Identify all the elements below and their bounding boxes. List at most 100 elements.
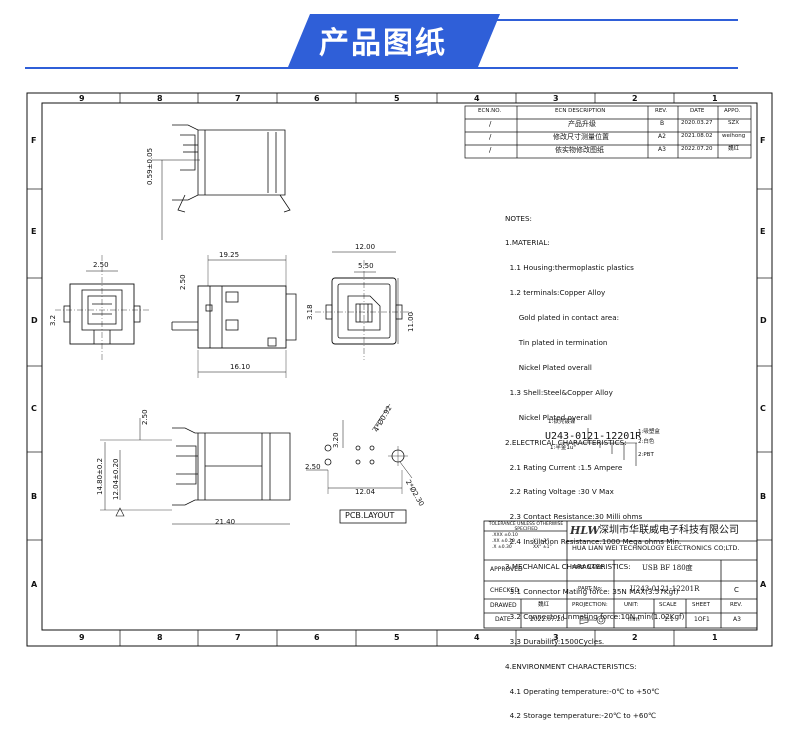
note-line: 1.3 Shell:Steel&Copper Alloy — [505, 387, 613, 397]
part-code-legend-1: 1:铁壳镀镍 — [548, 419, 576, 425]
dim-21-40: 21.40 — [215, 518, 236, 526]
notes-block: NOTES: 1.MATERIAL: 1.1 Housing:thermopla… — [505, 198, 684, 729]
row-label-F: F — [31, 136, 37, 145]
col-label-1: 1 — [712, 94, 718, 103]
part-code-legend-2: 1:半金1u" — [550, 445, 576, 451]
company-name-cn: 深圳市华联威电子科技有限公司 — [599, 525, 739, 536]
col-label-3-bottom: 3 — [553, 633, 559, 642]
dim-12-04-a: 12.04±0.20 — [112, 458, 120, 501]
usb-b-face-view — [315, 251, 412, 360]
note-line: 4.2 Storage temperature:-20℃ to +60℃ — [505, 711, 657, 721]
rev-header-rev: REV. — [655, 108, 668, 114]
note-line: Nickel Plated overall — [505, 362, 592, 372]
side-profile-view — [152, 124, 291, 240]
tolerance-line-2: .XX ±0.20 — [492, 539, 515, 544]
title-block-grid — [483, 520, 758, 629]
rev-row-3-desc: 依实物修改图纸 — [555, 146, 604, 154]
note-line: 4.ENVIRONMENT CHARACTERISTICS: — [505, 661, 637, 671]
dim-2-50-d: 2.50 — [305, 463, 321, 471]
pcb-layout-label: PCB.LAYOUT — [345, 511, 395, 520]
row-label-E: E — [31, 227, 37, 236]
part-code-legend-4: 2:白色 — [638, 439, 655, 445]
col-label-5: 5 — [394, 94, 400, 103]
rev-row-2-desc: 修改尺寸测量位置 — [553, 133, 609, 141]
rev-row-3-appo: 魏红 — [728, 146, 740, 152]
row-label-D-right: D — [760, 316, 767, 325]
row-label-F-right: F — [760, 136, 766, 145]
technical-drawing — [26, 92, 773, 647]
part-code-legend-3: 1:吸塑盒 — [638, 429, 660, 435]
note-line: 3.2 Connector Unmating force:10N min(1.0… — [505, 611, 685, 621]
note-line: 3.1 Connector Mating force: 35N MAX(3.57… — [505, 586, 679, 596]
company-logo: HLW — [570, 524, 600, 537]
dim-3-2: 3.2 — [49, 314, 57, 326]
note-line: 3.3 Durability:1500Cycles. — [505, 636, 605, 646]
note-line: 4.1 Operating temperature:-0℃ to +50℃ — [505, 686, 660, 696]
rev-row-1-rev: B — [660, 120, 665, 127]
col-label-4: 4 — [474, 94, 480, 103]
approved-label: APPROVED — [490, 566, 523, 573]
part-code: U243-0121-12201R — [545, 431, 642, 442]
rev-label: REV. — [730, 602, 743, 608]
header-banner: 产品图纸 — [0, 0, 790, 78]
col-label-6-bottom: 6 — [314, 633, 320, 642]
rev-row-2-ecn: / — [489, 133, 492, 141]
note-line: 3.MECHANICAL CHARACTERISTICS: — [505, 562, 631, 572]
col-label-8: 8 — [157, 94, 163, 103]
col-label-3: 3 — [553, 94, 559, 103]
bottom-view — [100, 418, 291, 525]
rev-row-2-appo: weihong — [722, 133, 746, 139]
note-line: Nickel Plated overall — [505, 412, 592, 422]
rev-row-3-rev: A3 — [658, 146, 666, 153]
dim-2-50-b: 2.50 — [179, 274, 187, 290]
part-no: U243-0121-12201R — [630, 585, 700, 593]
rev-row-3-date: 2022.07.20 — [681, 146, 713, 152]
unit-label: UNIT: — [624, 602, 639, 608]
rev-row-1-ecn: / — [489, 120, 492, 128]
note-line: 2.3 Contact Resistance:30 Milli ohms — [505, 512, 643, 522]
note-line: Tin plated in termination — [505, 338, 608, 348]
dim-3-20: 3.20 — [332, 432, 340, 448]
note-line: 1.MATERIAL: — [505, 238, 550, 248]
dim-19-25: 19.25 — [219, 251, 240, 259]
row-label-A-right: A — [760, 580, 767, 589]
dim-3-18: 3.18 — [306, 304, 314, 320]
tolerance-line-4: X° ±2° — [533, 539, 549, 544]
col-label-8-bottom: 8 — [157, 633, 163, 642]
dim-11-00: 11.00 — [407, 311, 415, 332]
rev-header-ecn: ECN.NO. — [478, 108, 502, 114]
company-name-en: HUA LIAN WEI TECHNOLOGY ELECTRONICS CO;L… — [572, 544, 740, 552]
note-line: 2.ELECTRICAL CHARACTERISTICS: — [505, 437, 627, 447]
scale-label: SCALE — [659, 602, 677, 608]
note-line: 1.2 terminals:Copper Alloy — [505, 288, 606, 298]
unit-value: mm — [628, 616, 640, 623]
rev-header-desc: ECN DESCRIPTION — [555, 108, 606, 114]
note-line: Gold plated in contact area: — [505, 313, 620, 323]
rev-value: A3 — [733, 616, 741, 623]
pcb-layout-drawing — [306, 403, 413, 524]
part-name: USB BF 180度 — [642, 564, 693, 572]
date-label: DATE — [495, 616, 511, 623]
tolerance-title: TOLERANCE UNLESS OTHERWISE SPECIFIED — [488, 522, 564, 532]
part-code-leaders — [560, 428, 637, 466]
date-value: 2022.07.20 — [530, 616, 565, 623]
rev-row-1-desc: 产品升级 — [568, 120, 596, 128]
border-ticks — [27, 93, 772, 646]
part-name-label: PART NAME: — [572, 565, 606, 571]
dim-0-59: 0.59±0.05 — [146, 147, 154, 185]
front-view-left — [55, 255, 150, 360]
size-value: C — [734, 586, 739, 594]
row-label-B-right: B — [760, 492, 767, 501]
tolerance-line-3: .X ±0.30 — [492, 545, 512, 550]
sheet-value: 1OF1 — [694, 616, 710, 623]
col-label-5-bottom: 5 — [394, 633, 400, 642]
projection-symbol — [579, 615, 606, 625]
dim-5-50: 5.50 — [358, 262, 374, 270]
col-label-9-bottom: 9 — [79, 633, 85, 642]
rev-row-1-appo: SZX — [728, 120, 740, 126]
sheet-label: SHEET — [692, 602, 710, 608]
projection-label: PROJECTION: — [572, 602, 608, 608]
row-label-B: B — [31, 492, 38, 501]
rev-header-appo: APPO. — [724, 108, 741, 114]
note-line: NOTES: — [505, 213, 532, 223]
